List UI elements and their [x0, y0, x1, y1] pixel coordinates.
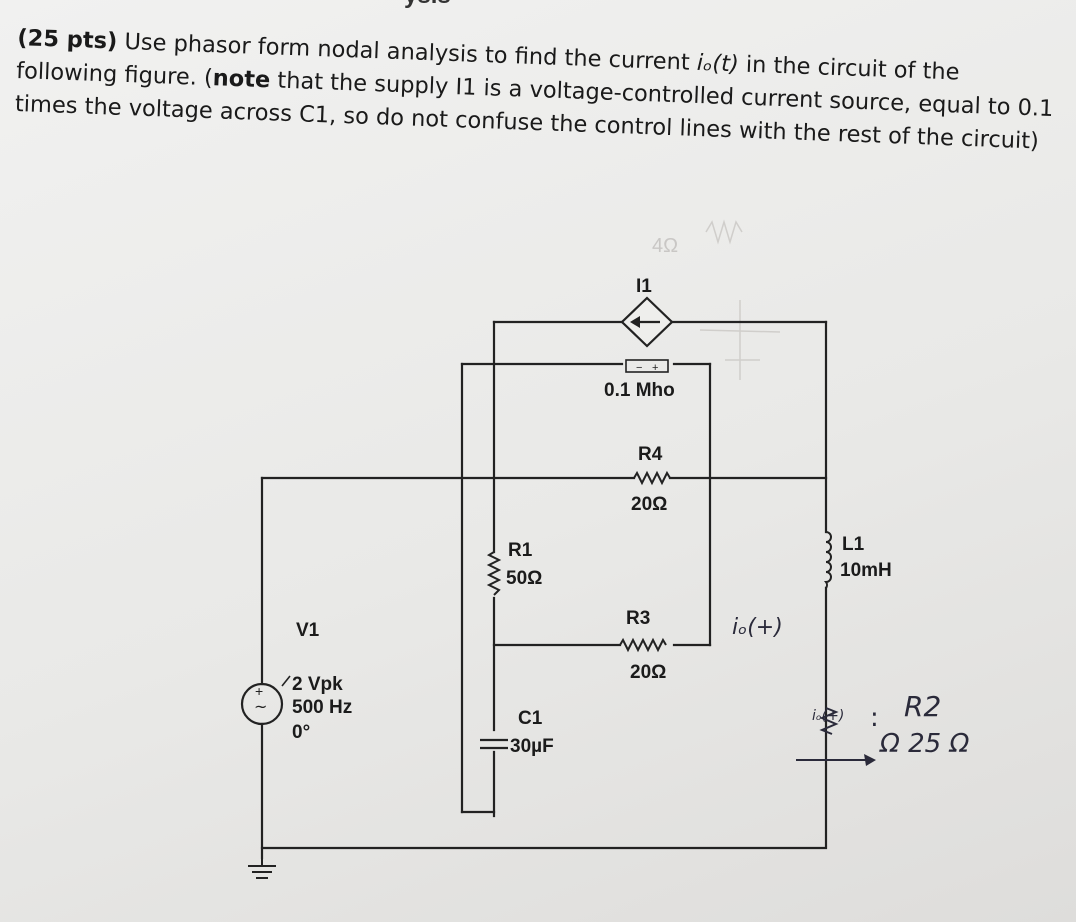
capacitor-c1-symbol [480, 738, 508, 750]
bleed-through-marks [699, 219, 781, 380]
l1-value: 10mH [840, 560, 892, 581]
v1-label-leader [281, 675, 291, 687]
handwritten-r2-value: Ω 25 Ω [879, 729, 969, 759]
bleed-through-value: 4Ω [652, 235, 678, 257]
plus-sign-icon: + [255, 683, 263, 699]
cut-off-section-heading: ysis [404, 0, 451, 10]
handwritten-current-label: iₒ(+) [732, 615, 783, 640]
i1-gain: 0.1 Mho [604, 380, 675, 401]
handwritten-arrow-head-icon [864, 754, 876, 766]
resistor-r1-symbol [486, 551, 502, 596]
control-port-minus: − [636, 362, 642, 374]
handwritten-r2-label: R2 [904, 690, 941, 723]
r1-value: 50Ω [506, 568, 542, 589]
r4-value: 20Ω [631, 494, 667, 515]
r3-value: 20Ω [630, 662, 666, 683]
handwritten-resistor-r2 [819, 707, 839, 735]
ac-voltage-source-v1: + ~ − [240, 682, 284, 731]
l1-name: L1 [842, 534, 865, 555]
v1-amplitude: 2 Vpk [292, 674, 343, 695]
dependent-current-source-i1: − + [620, 296, 674, 374]
minus-sign-icon: − [256, 715, 264, 731]
v1-phase: 0° [292, 722, 310, 743]
control-port-box [625, 359, 669, 373]
sine-wave-icon: ~ [254, 697, 267, 716]
r4-name: R4 [638, 444, 663, 465]
c1-value: 30µF [510, 736, 554, 757]
handwritten-colon: : [870, 703, 879, 733]
resistor-r3-symbol [619, 637, 667, 653]
ground-icon [248, 858, 276, 879]
r1-name: R1 [508, 540, 533, 561]
inductor-l1-symbol [824, 531, 832, 589]
resistor-r4-symbol [633, 470, 671, 486]
i1-name: I1 [636, 276, 652, 297]
control-port-plus: + [652, 362, 658, 374]
circuit-wires [260, 320, 828, 860]
c1-name: C1 [518, 708, 543, 729]
v1-name: V1 [296, 620, 320, 641]
v1-frequency: 500 Hz [292, 697, 352, 718]
r3-name: R3 [626, 608, 650, 629]
